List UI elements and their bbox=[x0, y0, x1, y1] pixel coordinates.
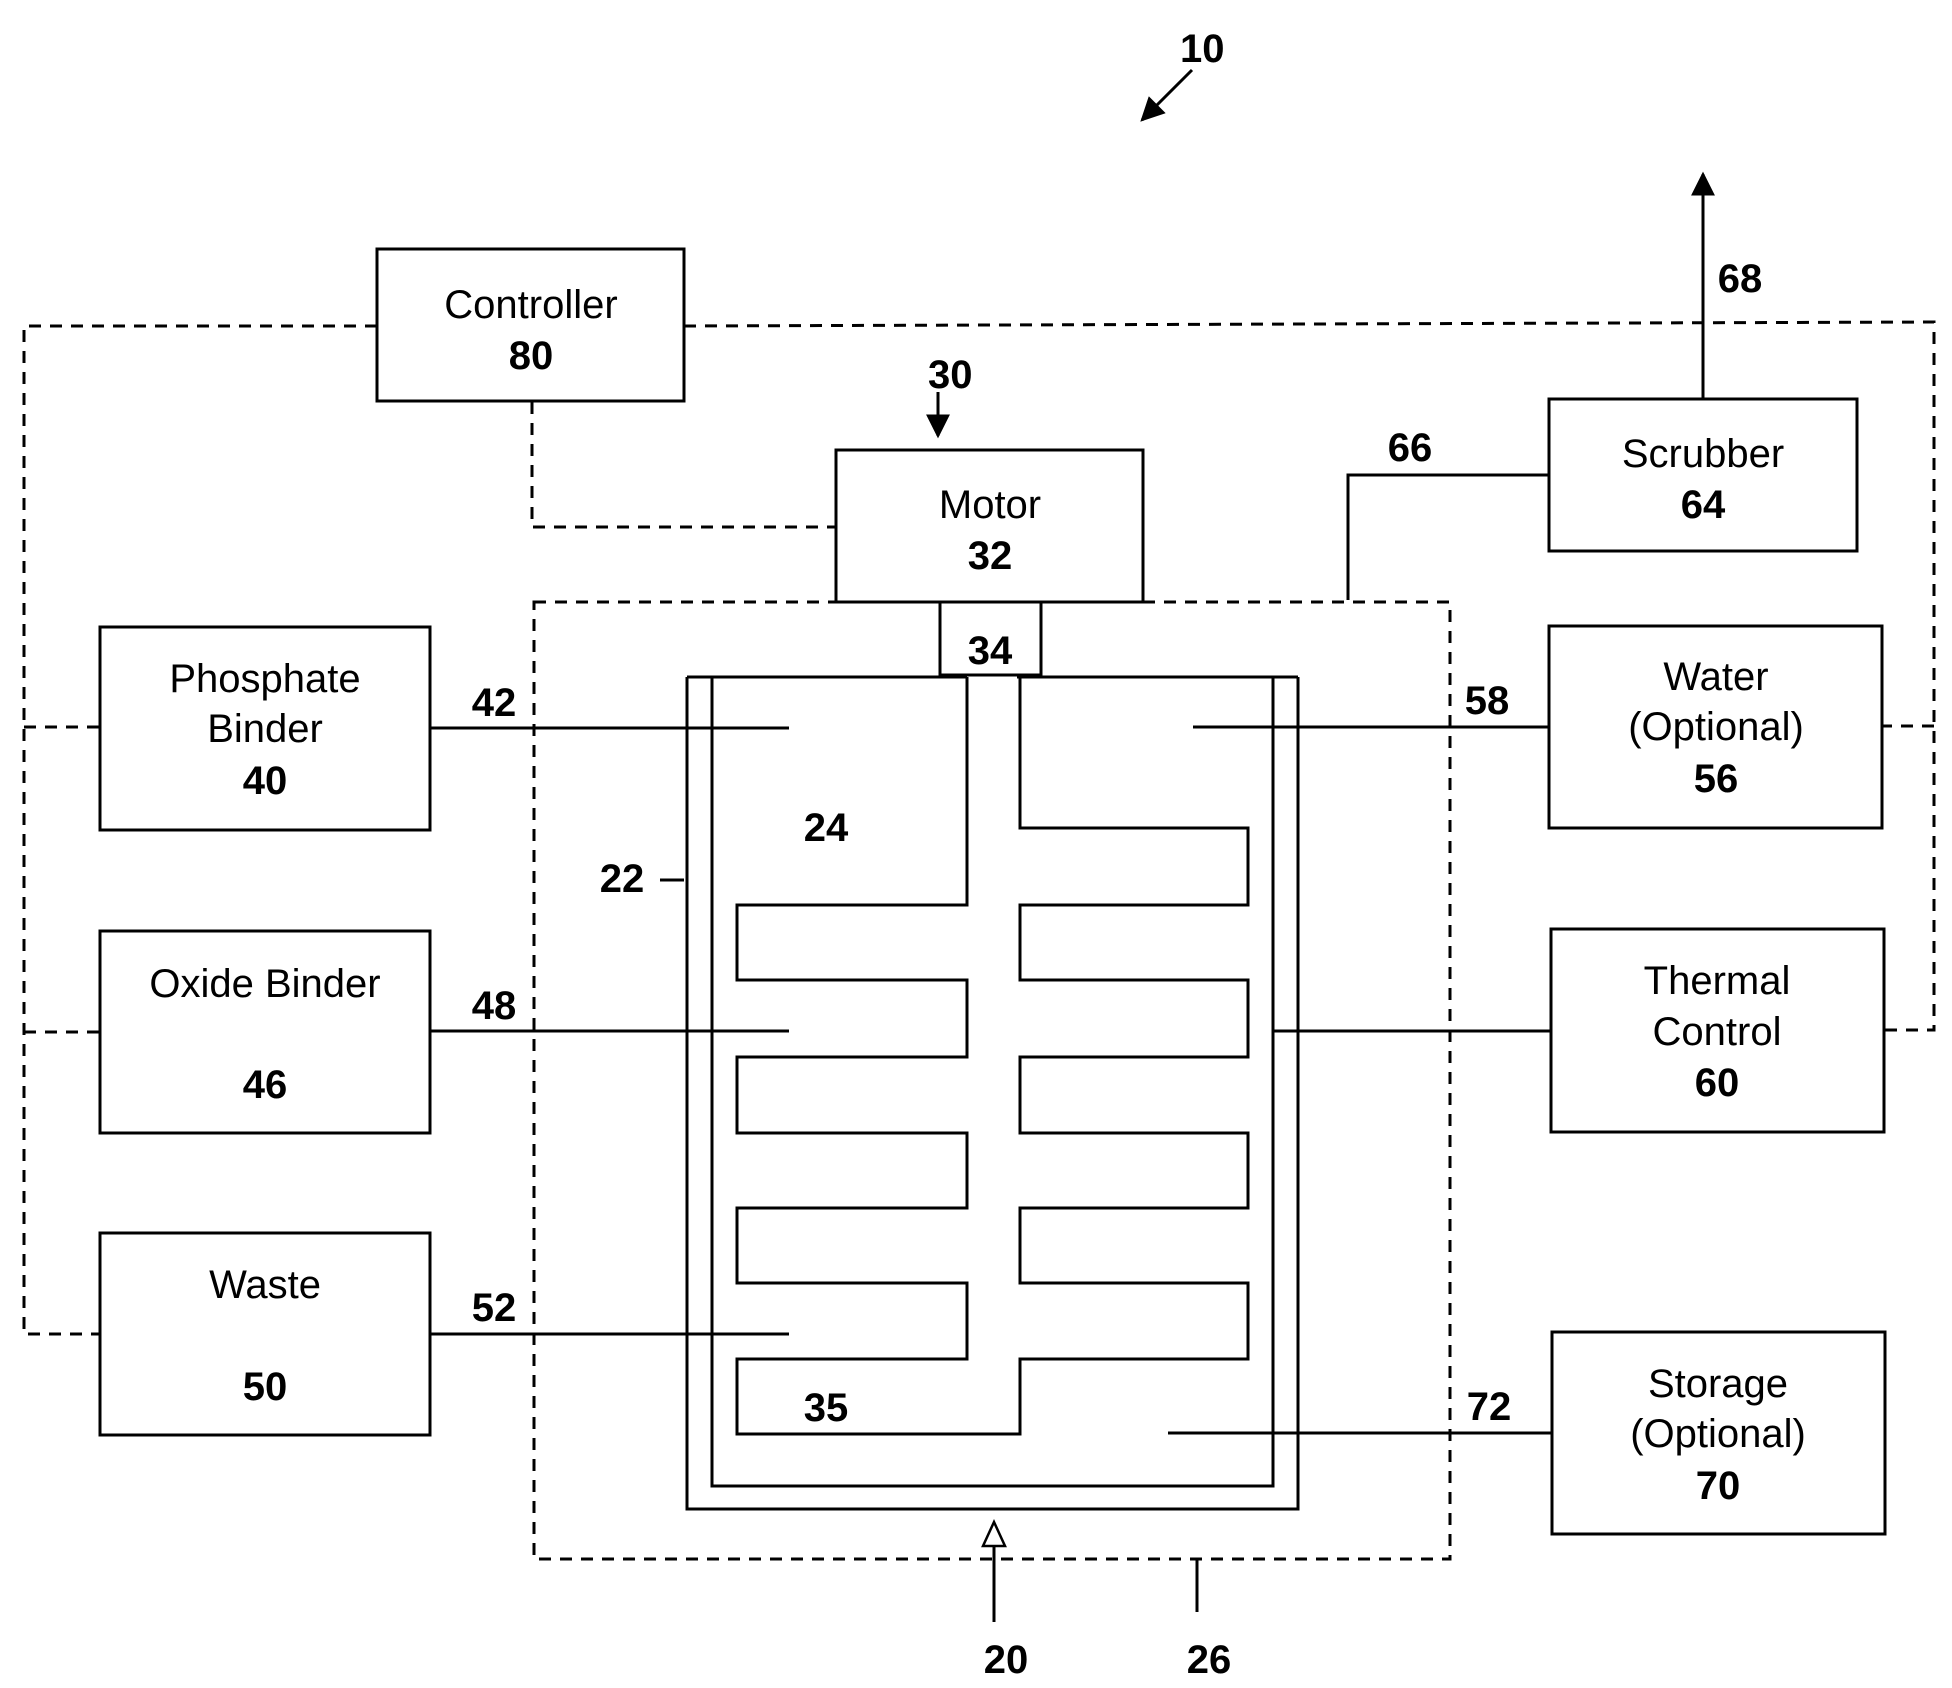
svg-text:Phosphate: Phosphate bbox=[169, 657, 360, 701]
phosphate-binder-block: Phosphate Binder 40 bbox=[100, 627, 430, 830]
ref-35: 35 bbox=[804, 1386, 849, 1430]
motor-label: Motor bbox=[939, 483, 1041, 527]
ref-22: 22 bbox=[600, 857, 645, 901]
svg-text:Storage: Storage bbox=[1648, 1362, 1788, 1406]
svg-text:Scrubber: Scrubber bbox=[1622, 432, 1784, 476]
svg-text:Control: Control bbox=[1653, 1010, 1782, 1054]
ref-34: 34 bbox=[968, 629, 1013, 673]
controller-block: Controller 80 bbox=[377, 249, 684, 401]
storage-block: Storage (Optional) 70 bbox=[1552, 1332, 1885, 1534]
motor-number: 32 bbox=[968, 534, 1013, 578]
svg-text:Oxide Binder: Oxide Binder bbox=[149, 962, 380, 1006]
ref-72: 72 bbox=[1467, 1385, 1512, 1429]
ref-48: 48 bbox=[472, 984, 517, 1028]
shaft-coupling: 34 bbox=[940, 602, 1041, 675]
ref-24: 24 bbox=[804, 806, 849, 850]
bottom-refs: 20 26 bbox=[983, 1522, 1231, 1682]
water-block: Water (Optional) 56 bbox=[1549, 626, 1882, 828]
svg-text:10: 10 bbox=[1180, 27, 1225, 71]
svg-text:Thermal: Thermal bbox=[1644, 959, 1791, 1003]
figure-number: 10 bbox=[1142, 27, 1225, 120]
ref-26: 26 bbox=[1187, 1638, 1232, 1682]
svg-text:70: 70 bbox=[1696, 1464, 1741, 1508]
svg-text:(Optional): (Optional) bbox=[1628, 705, 1804, 749]
svg-text:50: 50 bbox=[243, 1365, 288, 1409]
oxide-binder-block: Oxide Binder 46 bbox=[100, 931, 430, 1133]
svg-text:(Optional): (Optional) bbox=[1630, 1412, 1806, 1456]
ref-20: 20 bbox=[984, 1638, 1029, 1682]
ref-52: 52 bbox=[472, 1286, 517, 1330]
svg-text:Binder: Binder bbox=[207, 707, 323, 751]
vessel-22 bbox=[687, 677, 1298, 1509]
svg-text:40: 40 bbox=[243, 759, 288, 803]
svg-text:46: 46 bbox=[243, 1063, 288, 1107]
ref-66: 66 bbox=[1388, 426, 1433, 470]
svg-text:56: 56 bbox=[1694, 757, 1739, 801]
housing-26 bbox=[534, 602, 1450, 1559]
scrubber-block: Scrubber 64 bbox=[1549, 399, 1857, 551]
controller-number: 80 bbox=[509, 334, 554, 378]
svg-text:Waste: Waste bbox=[209, 1263, 321, 1307]
mixer-paddles bbox=[737, 677, 1248, 1434]
svg-text:60: 60 bbox=[1695, 1061, 1740, 1105]
ref-42: 42 bbox=[472, 681, 517, 725]
svg-text:Water: Water bbox=[1663, 655, 1768, 699]
ref-58: 58 bbox=[1465, 679, 1510, 723]
thermal-control-block: Thermal Control 60 bbox=[1551, 929, 1884, 1132]
motor-block: 30 Motor 32 bbox=[836, 353, 1143, 602]
svg-text:64: 64 bbox=[1681, 483, 1726, 527]
controller-label: Controller bbox=[444, 283, 617, 327]
ref-68: 68 bbox=[1718, 257, 1763, 301]
waste-block: Waste 50 bbox=[100, 1233, 430, 1435]
ref-30: 30 bbox=[928, 353, 973, 397]
left-feed-lines: 42 48 52 bbox=[430, 681, 789, 1334]
